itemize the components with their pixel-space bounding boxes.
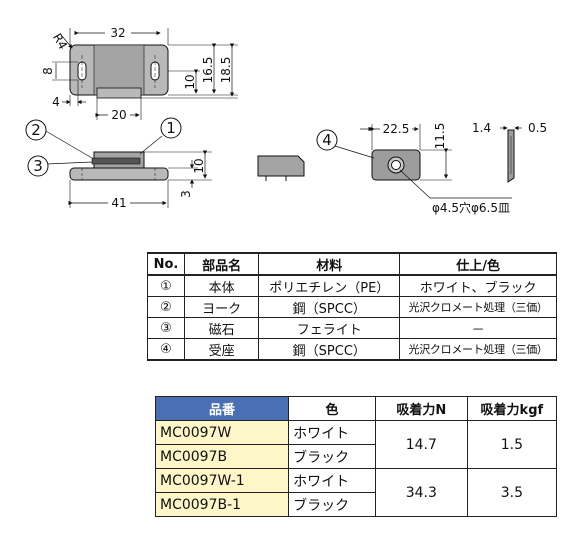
parts-table-header: No. 部品名 材料 仕上/色 — [147, 252, 557, 276]
force-kgf: 1.5 — [466, 420, 558, 469]
part-material: ポリエチレン（PE） — [258, 274, 401, 297]
table-row: ③ 磁石 フェライト － — [147, 317, 557, 339]
part-material: 鋼（SPCC） — [258, 338, 401, 361]
part-no: ③ — [147, 317, 185, 339]
part-finish: 光沢クロメート処理（三価） — [399, 338, 557, 361]
table-row: ④ 受座 鋼（SPCC） 光沢クロメート処理（三価） — [147, 338, 557, 361]
parts-table: No. 部品名 材料 仕上/色 ① 本体 ポリエチレン（PE） ホワイト、ブラッ… — [147, 252, 557, 361]
callout-2: 2 — [31, 121, 41, 139]
part-color: ブラック — [288, 492, 376, 517]
part-finish: ホワイト、ブラック — [399, 274, 557, 297]
header-force-kgf: 吸着力kgf — [466, 396, 558, 421]
header-part-number: 品番 — [154, 396, 290, 421]
part-color: ブラック — [288, 444, 376, 469]
table-row: ② ヨーク 鋼（SPCC） 光沢クロメート処理（三価） — [147, 296, 557, 318]
dim-22-5: 22.5 — [383, 122, 410, 136]
body-front-view — [69, 151, 169, 181]
strike-plate-view — [371, 149, 421, 181]
dim-18-5: 18.5 — [219, 57, 233, 84]
part-number: MC0097B — [154, 444, 290, 469]
header-color: 色 — [288, 396, 376, 421]
part-no: ④ — [147, 338, 185, 361]
force-n: 14.7 — [374, 420, 468, 469]
dim-8: 8 — [41, 67, 55, 75]
table-row: ① 本体 ポリエチレン（PE） ホワイト、ブラック — [147, 274, 557, 297]
part-number: MC0097B-1 — [154, 492, 290, 517]
body-top-view — [69, 44, 169, 99]
part-name: ヨーク — [183, 296, 260, 318]
dim-3: 3 — [179, 190, 193, 198]
part-color: ホワイト — [288, 468, 376, 493]
part-number: MC0097W-1 — [154, 468, 290, 493]
dim-4: 4 — [52, 95, 60, 109]
part-material: 鋼（SPCC） — [258, 296, 401, 318]
spec-table-header: 品番 色 吸着力N 吸着力kgf — [154, 396, 558, 421]
force-kgf: 3.5 — [466, 468, 558, 517]
dim-32: 32 — [110, 26, 125, 40]
part-number: MC0097W — [154, 420, 290, 445]
force-n: 34.3 — [374, 468, 468, 517]
part-no: ② — [147, 296, 185, 318]
callout-1: 1 — [166, 119, 176, 137]
dim-r4: R4 — [50, 31, 70, 52]
table-row: MC0097W ホワイト 14.7 1.5 — [154, 420, 558, 469]
callout-3: 3 — [33, 157, 43, 175]
technical-drawing: 32 R4 8 4 20 10 16.5 18.5 2 3 1 — [25, 26, 547, 215]
part-color: ホワイト — [288, 420, 376, 445]
dim-hole: φ4.5穴φ6.5皿 — [432, 200, 510, 215]
part-no: ① — [147, 274, 185, 297]
dim-10-top: 10 — [183, 74, 197, 89]
part-name: 受座 — [183, 338, 260, 361]
dim-41: 41 — [111, 196, 126, 210]
table-row: MC0097W-1 ホワイト 34.3 3.5 — [154, 468, 558, 517]
dim-10-front: 10 — [192, 158, 206, 173]
body-side-view — [257, 155, 305, 181]
strike-plate-side-view — [507, 129, 515, 183]
callout-4: 4 — [322, 131, 332, 149]
table-row: MC0097B-1 ブラック — [154, 492, 557, 517]
spec-table: 品番 色 吸着力N 吸着力kgf MC0097W ホワイト 14.7 1.5 M… — [154, 396, 558, 517]
part-name: 磁石 — [183, 317, 260, 339]
header-no: No. — [147, 252, 185, 276]
dim-1-4: 1.4 — [472, 121, 491, 135]
part-material: フェライト — [258, 317, 401, 339]
dim-11-5: 11.5 — [433, 123, 447, 150]
dim-0-5: 0.5 — [528, 121, 547, 135]
part-finish: 光沢クロメート処理（三価） — [399, 296, 557, 318]
header-finish: 仕上/色 — [399, 252, 557, 276]
dim-20: 20 — [111, 108, 126, 122]
header-material: 材料 — [258, 252, 401, 276]
table-row: MC0097B ブラック — [154, 444, 557, 469]
header-part-name: 部品名 — [183, 252, 260, 276]
dim-16-5: 16.5 — [201, 57, 215, 84]
part-finish: － — [399, 317, 557, 339]
part-name: 本体 — [183, 274, 260, 297]
header-force-n: 吸着力N — [374, 396, 468, 421]
